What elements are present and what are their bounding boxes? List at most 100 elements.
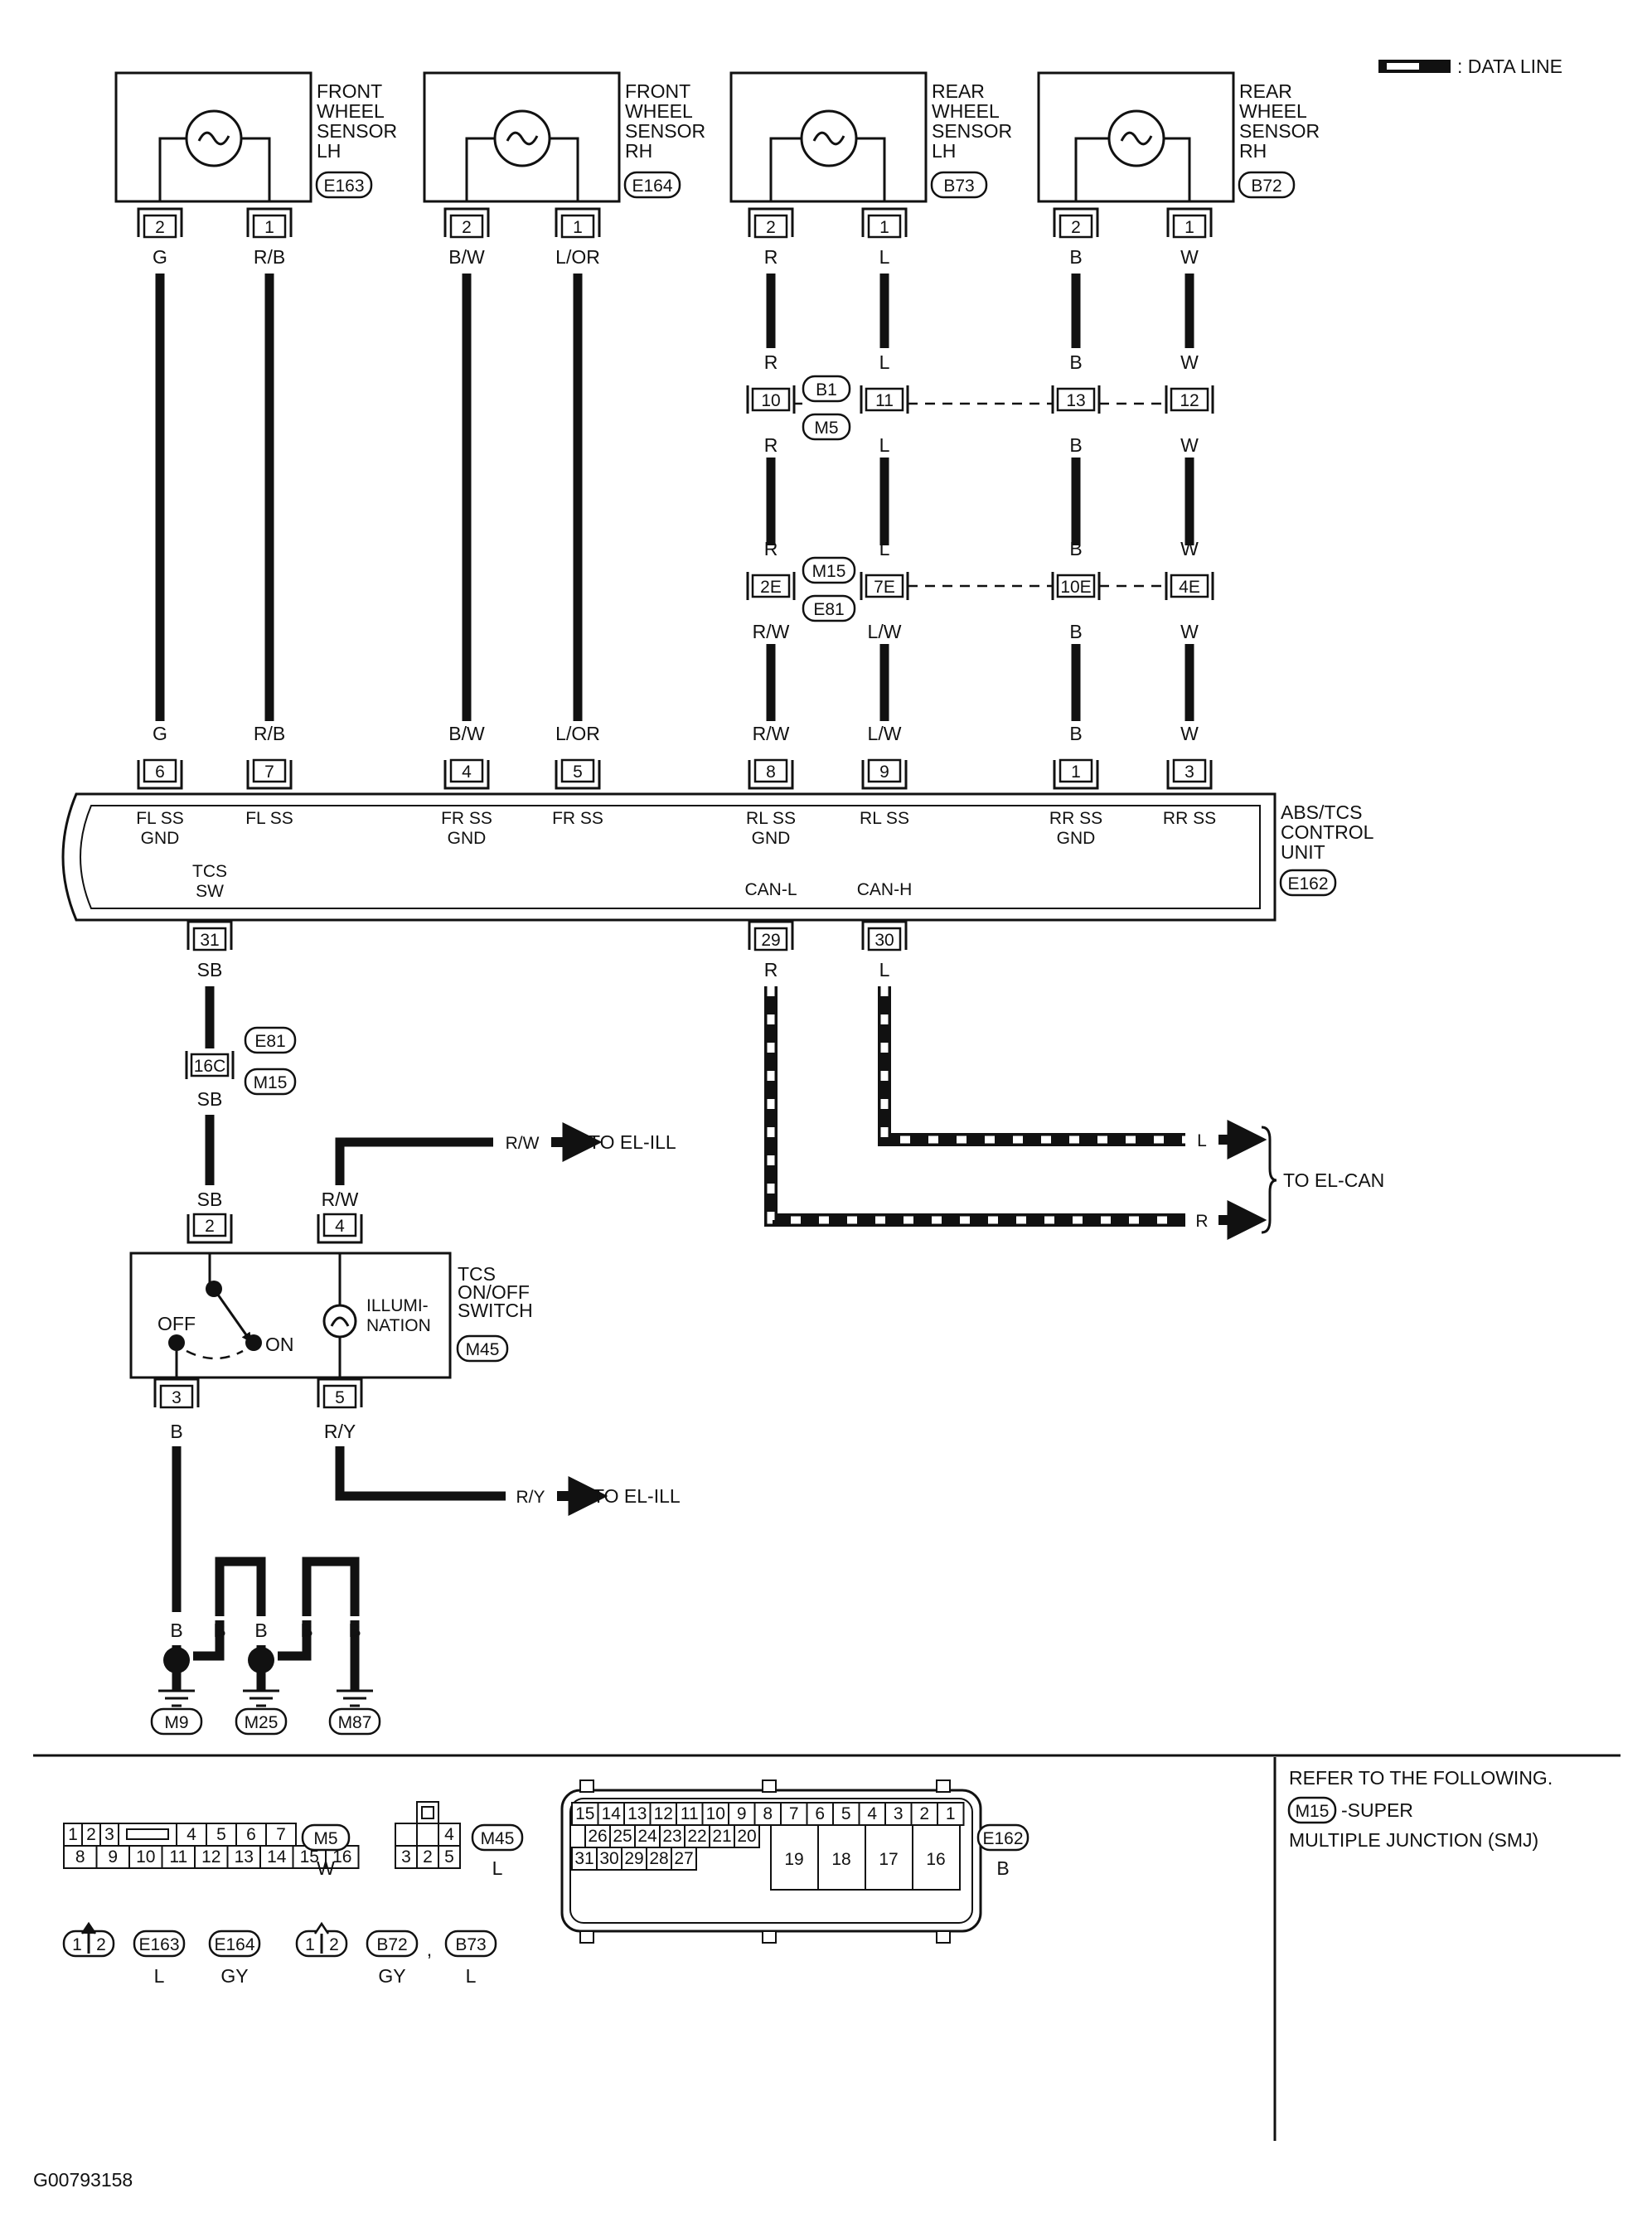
abs-tcs-control-unit [61,792,1277,922]
sensor-rr-pin-1: 1 [1166,207,1213,239]
sensor-rl-title-2: SENSOR [932,120,1012,142]
cu-pin-3-box [1172,758,1207,783]
sensor-fr-title-0: FRONT [625,80,690,102]
cu-label-9-0: RL SS [860,809,909,828]
sensor-fl-lead [158,137,271,201]
j2-pin-10E: 10E [1051,572,1101,600]
j1-pin-12-num: 12 [1180,391,1199,410]
j2-bottom-label: E81 [813,600,844,619]
sensor-rr-conn-label: B72 [1251,177,1281,196]
sensor-fr-title-2: SENSOR [625,120,705,142]
e162-conn-outline [976,1823,1029,1852]
cu-wire-9: L/W [868,723,902,744]
ground-wire-jump1 [193,1620,225,1661]
sensor-fl-title-1: WHEEL [317,100,385,122]
note-line1: REFER TO THE FOLLOWING. [1289,1767,1553,1789]
data-line-legend-label: : DATA LINE [1457,56,1562,77]
j1-pin-12-box [1170,387,1209,412]
cu-pin-29-box [753,927,788,951]
cu-pin-1-box [1059,758,1093,783]
rear-sensor-conn-0-label: B72 [376,1935,407,1954]
switch-pin-5-box [322,1384,357,1409]
sensor-fr-pin-1: 1 [555,207,601,239]
j1-wire-below-1: L [879,434,890,456]
tcs-junction-pin: 16C [185,1051,235,1079]
m5-r2-cell-6 [259,1845,294,1869]
sensor-fr-pin-2-num: 2 [462,218,472,237]
ground-M9-label: M9 [164,1713,188,1732]
m5-r1b-num-0: 4 [187,1825,196,1844]
e162-color: B [996,1857,1009,1879]
cu-wire-7: R/B [254,723,285,744]
front-sensor-conn-1-label: E164 [214,1935,254,1954]
e162-r1-cell-7 [753,1802,782,1826]
j1-pin-11-num: 11 [875,391,894,410]
ground-wire-loop1 [215,1557,266,1616]
j2-pin-7E: 7E [860,572,909,600]
cu-pin-6-bracket [137,760,183,790]
cu-name-2: UNIT [1281,841,1325,863]
sensor-rl-pin-2-bracket [748,207,794,237]
el-can-text: TO EL-CAN [1283,1169,1384,1191]
el-ill-2-wire: R/Y [516,1488,545,1507]
m5-r2-num-2: 10 [136,1847,155,1867]
sensor-fl-pin-2: 2 [137,207,183,239]
j1-top-outline [802,375,851,403]
cu-pin-1-num: 1 [1071,763,1081,782]
m5-r2-num-0: 8 [75,1847,85,1867]
switch-pin-4-box [322,1213,357,1237]
sensor-rl-conn-outline [930,171,988,199]
cu-pin-8: 8 [748,758,794,790]
e162-r2-num-2: 24 [637,1827,657,1846]
switch-conn-label: M45 [466,1340,500,1359]
cu-pin-31-box [192,927,227,951]
m5-r2-num-1: 9 [108,1847,118,1867]
e162-r1-cell-6 [728,1802,756,1826]
note-line3: MULTIPLE JUNCTION (SMJ) [1289,1829,1538,1851]
m5-r1b-num-1: 5 [216,1825,226,1844]
ground-M87-outline [328,1707,381,1736]
switch-pin-5: 5 [317,1378,363,1409]
e162-tab-2 [936,1779,951,1793]
switch-pin-5-bracket [317,1378,363,1407]
e162-r1-num-6: 9 [737,1804,747,1823]
e162-r2-cell-6 [734,1824,760,1848]
m45-conn-label: M45 [481,1829,515,1848]
e162-tab-3 [579,1930,594,1944]
m5-r2-cell-1 [95,1845,130,1869]
j1-pin-12-bracket [1165,385,1214,414]
e162-big-0 [770,1824,819,1891]
cu-name-1: CONTROL [1281,821,1374,843]
cu-label-29-0: CAN-L [744,880,797,899]
sensor-rr-wire-1: W [1180,246,1199,268]
m45-r1-num-2: 4 [444,1825,454,1844]
rear-sensor-conn-0-outline [366,1930,419,1958]
j2-pin-2E-bracket [746,572,796,600]
cu-label-30-0: CAN-H [857,880,913,899]
switch-pin-2-bracket [187,1214,233,1244]
e162-r1-num-2: 13 [627,1804,647,1823]
switch-pin-4: 4 [317,1213,363,1244]
cu-wire-1: B [1069,723,1082,744]
sensor-fl-wire-2: G [153,246,167,268]
m5-r2-num-6: 14 [267,1847,287,1867]
j1-pin-10: 10 [746,385,796,414]
cu-pin-5: 5 [555,758,601,790]
e162-r3-cell-4 [671,1847,697,1871]
cu-pin-8-num: 8 [766,763,776,782]
sensor-rr-pin-1-box [1172,214,1207,239]
j2-wire-below-2: B [1069,621,1082,642]
j2-pin-2E-box [751,574,791,598]
e162-big-2 [865,1824,913,1891]
cu-pin-4-bracket [443,760,490,790]
tcs-junction-pin-box [190,1053,230,1077]
m45-r1-cell-0 [395,1823,418,1847]
illumination-filament [330,1316,350,1327]
sensor-fr-wire-1: L/OR [555,246,600,268]
e162-tab-0 [579,1779,594,1793]
sensor-fl-pin-2-box [143,214,177,239]
sensor-rl-pin-2-num: 2 [766,218,776,237]
